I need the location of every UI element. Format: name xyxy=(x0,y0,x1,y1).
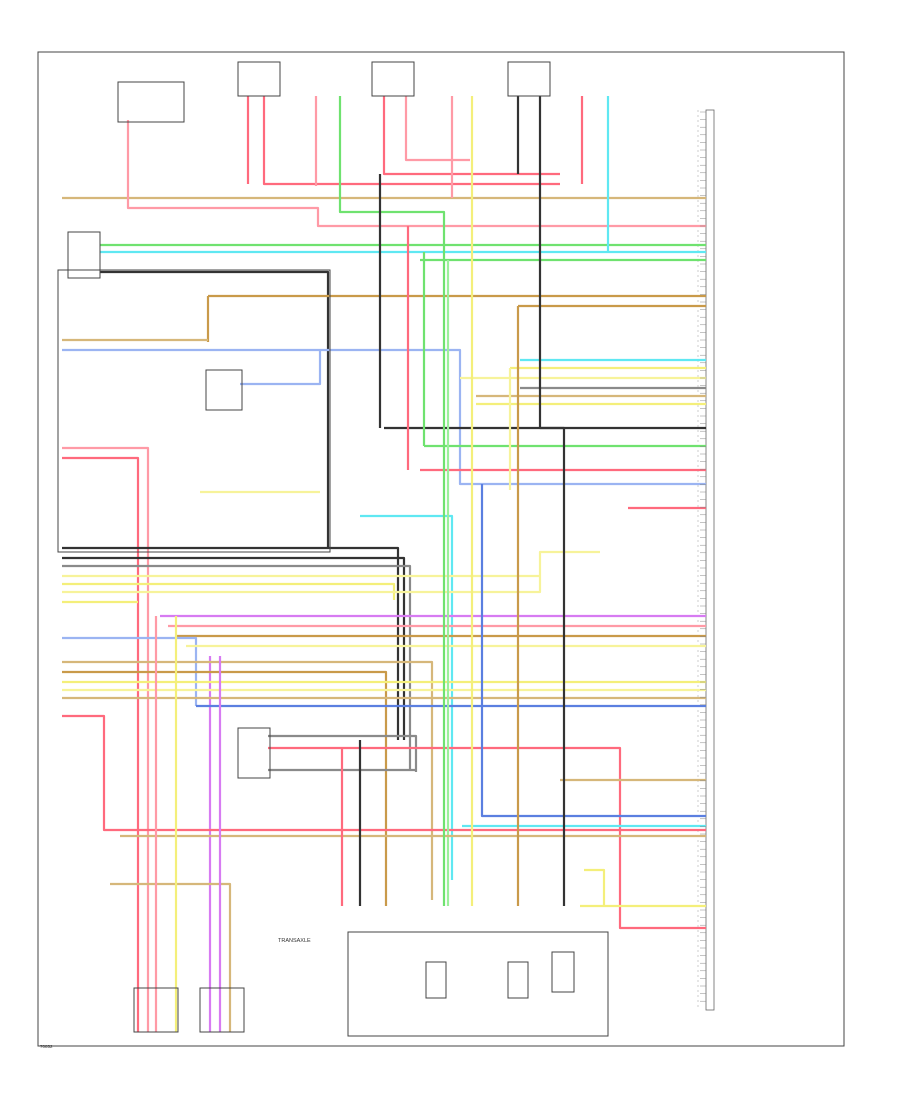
solenoid-b xyxy=(507,961,529,999)
wire-pink xyxy=(62,446,150,1032)
wire-gray xyxy=(62,564,412,770)
speed-sensor-box xyxy=(67,231,101,279)
wire-pink xyxy=(126,120,706,228)
wire-red xyxy=(62,714,706,832)
wire-lightblue xyxy=(62,348,706,486)
wire-green xyxy=(338,96,446,906)
relay-box-1 xyxy=(237,61,281,97)
wire-orange xyxy=(62,670,388,906)
solenoid-c xyxy=(551,951,575,993)
wire-lightblue xyxy=(240,350,322,386)
wire-lightblue xyxy=(62,636,198,706)
wire-blue xyxy=(480,484,706,818)
footer-code: 70852 xyxy=(40,1044,53,1049)
sensor-connector-box-1 xyxy=(133,987,179,1033)
transaxle-box xyxy=(347,931,609,1037)
fuse-block-box xyxy=(117,81,185,123)
wire-yellow xyxy=(584,868,606,906)
wire-red xyxy=(62,456,140,1032)
wire-cyan xyxy=(360,514,454,880)
wire-black xyxy=(538,96,566,906)
wire-lightyellow xyxy=(62,550,600,594)
relay-box-2 xyxy=(371,61,415,97)
wire-pink xyxy=(404,96,470,162)
pressure-switch-box xyxy=(237,727,271,779)
wire-red xyxy=(382,96,560,176)
wire-tan xyxy=(110,882,232,1032)
wire-black xyxy=(62,556,406,740)
wire-tan xyxy=(62,660,434,900)
wire-yellow xyxy=(62,582,396,600)
diagram-frame xyxy=(37,51,845,1047)
sensor-connector-box-2 xyxy=(199,987,245,1033)
wire-gray xyxy=(268,734,418,772)
components xyxy=(57,61,609,1037)
wire-red xyxy=(268,746,706,930)
ground-distribution-box xyxy=(57,269,331,553)
brake-switch-box xyxy=(205,369,243,411)
relay-box-3 xyxy=(507,61,551,97)
wire-harness xyxy=(62,96,706,1032)
wire-black xyxy=(100,270,330,548)
wire-black xyxy=(62,546,400,740)
solenoid-a xyxy=(425,961,447,999)
transaxle-label: TRANSAXLE xyxy=(278,938,311,944)
wire-red xyxy=(262,96,560,186)
